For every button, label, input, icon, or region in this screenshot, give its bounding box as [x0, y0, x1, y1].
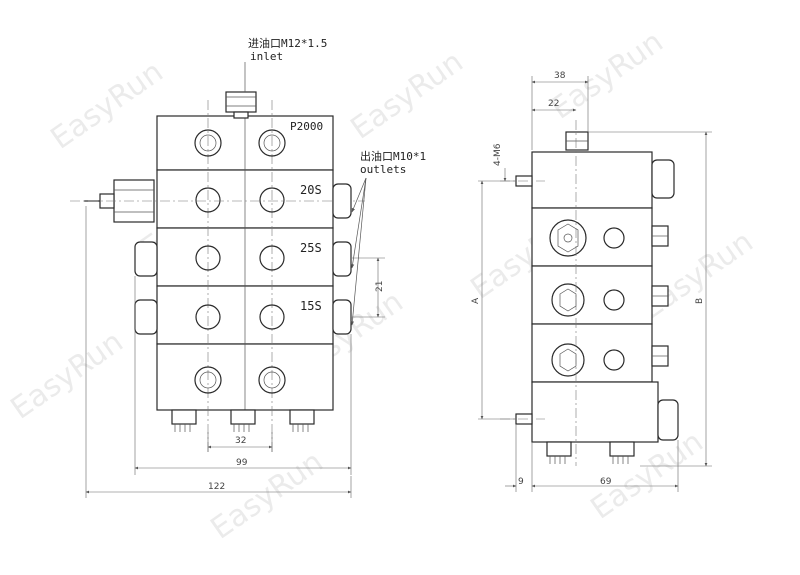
inlet-fitting: [225, 91, 257, 113]
dim-9: 9: [518, 477, 524, 487]
outlet-label-en: outlets: [360, 163, 406, 176]
front-view: [70, 62, 385, 498]
dim-69: 69: [600, 477, 612, 487]
dim-4-m6: 4-M6: [493, 143, 503, 166]
dim-22: 22: [548, 99, 559, 109]
side-section-1: [531, 207, 653, 267]
section-label-25s: 25S: [300, 241, 322, 255]
section-label-20s: 20S: [300, 183, 322, 197]
side-section-2: [531, 265, 653, 325]
side-bottom-block: [531, 381, 659, 443]
left-plug: [134, 299, 158, 335]
side-top-block: [531, 151, 653, 209]
watermark-text: EasyRun: [345, 44, 470, 146]
piston-holes: [194, 129, 286, 394]
dim-a: A: [471, 297, 481, 304]
model-label: P2000: [290, 120, 323, 133]
outlet-port: [332, 299, 352, 335]
left-plug: [134, 241, 158, 277]
inlet-label-en: inlet: [250, 50, 283, 63]
dim-21: 21: [375, 281, 385, 292]
outlet-port: [332, 241, 352, 277]
section-label-15s: 15S: [300, 299, 322, 313]
indicator-pins: [171, 409, 315, 432]
outlet-port: [332, 183, 352, 219]
left-fitting: [70, 179, 365, 223]
watermark-text: EasyRun: [45, 54, 170, 156]
watermark-text: EasyRun: [5, 324, 130, 426]
outlet-label-cn: 出油口M10*1: [360, 149, 426, 163]
side-view: [478, 76, 712, 492]
side-section-3: [531, 323, 653, 383]
dim-b: B: [695, 298, 705, 304]
watermark-text: EasyRun: [205, 444, 330, 546]
dim-32: 32: [235, 436, 246, 446]
dim-122: 122: [208, 482, 225, 492]
dim-99: 99: [236, 458, 248, 468]
inlet-label-cn: 进油口M12*1.5: [248, 36, 327, 50]
dim-38: 38: [554, 71, 566, 81]
